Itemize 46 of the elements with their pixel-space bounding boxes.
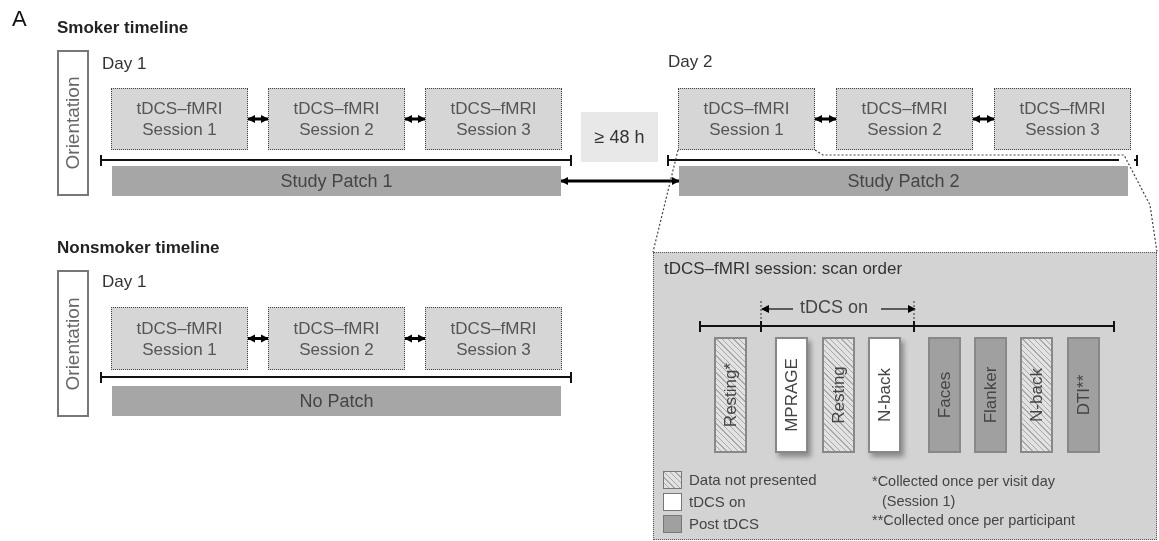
section-title: Smoker timeline — [57, 18, 189, 38]
scan-block: DTI** — [1067, 337, 1100, 453]
day-label: Day 2 — [668, 52, 713, 72]
double-arrow — [560, 177, 680, 185]
orientation-box: Orientation — [57, 270, 89, 417]
double-arrow — [404, 334, 426, 343]
day-label: Day 1 — [102, 54, 147, 74]
footnote: *Collected once per visit day (Session 1) — [872, 472, 1056, 511]
footnote: **Collected once per participant — [872, 512, 1076, 528]
patch-bar: Study Patch 2 — [679, 166, 1128, 196]
double-arrow — [247, 115, 269, 123]
patch-bar: Study Patch 1 — [112, 166, 561, 196]
session-box: tDCS–fMRI Session 2 — [268, 88, 405, 150]
double-arrow — [814, 115, 837, 123]
session-box: tDCS–fMRI Session 3 — [994, 88, 1131, 150]
orientation-box: Orientation — [57, 50, 89, 196]
phase-label: tDCS on — [800, 297, 869, 318]
legend-label: tDCS on — [689, 493, 746, 510]
section-title: Nonsmoker timeline — [57, 238, 220, 258]
no-patch-bar: No Patch — [112, 386, 561, 416]
legend-label: Data not presented — [689, 471, 817, 488]
scan-block: Flanker — [974, 337, 1007, 453]
double-arrow — [404, 115, 426, 123]
zoom-line — [814, 149, 1158, 253]
scan-block: MPRAGE — [775, 337, 808, 453]
scan-order-panel — [653, 252, 1157, 540]
session-box: tDCS–fMRI Session 2 — [268, 307, 405, 370]
scan-block: N-back — [868, 337, 901, 453]
panel-letter: A — [12, 6, 27, 32]
session-box: tDCS–fMRI Session 1 — [111, 307, 248, 370]
scan-block: Resting — [822, 337, 855, 453]
interval-box: ≥ 48 h — [581, 112, 658, 162]
scan-block: Resting* — [714, 337, 747, 453]
session-box: tDCS–fMRI Session 2 — [836, 88, 973, 150]
day-label: Day 1 — [102, 272, 147, 292]
double-arrow — [972, 115, 995, 123]
scan-block: Faces — [928, 337, 961, 453]
legend-label: Post tDCS — [689, 515, 760, 532]
session-box: tDCS–fMRI Session 1 — [111, 88, 248, 150]
zoom-line — [652, 149, 679, 253]
session-box: tDCS–fMRI Session 3 — [425, 307, 562, 370]
panel-title: tDCS–fMRI session: scan order — [664, 259, 903, 279]
scan-block: N-back — [1020, 337, 1053, 453]
session-box: tDCS–fMRI Session 1 — [678, 88, 815, 150]
session-box: tDCS–fMRI Session 3 — [425, 88, 562, 150]
double-arrow — [247, 334, 269, 343]
